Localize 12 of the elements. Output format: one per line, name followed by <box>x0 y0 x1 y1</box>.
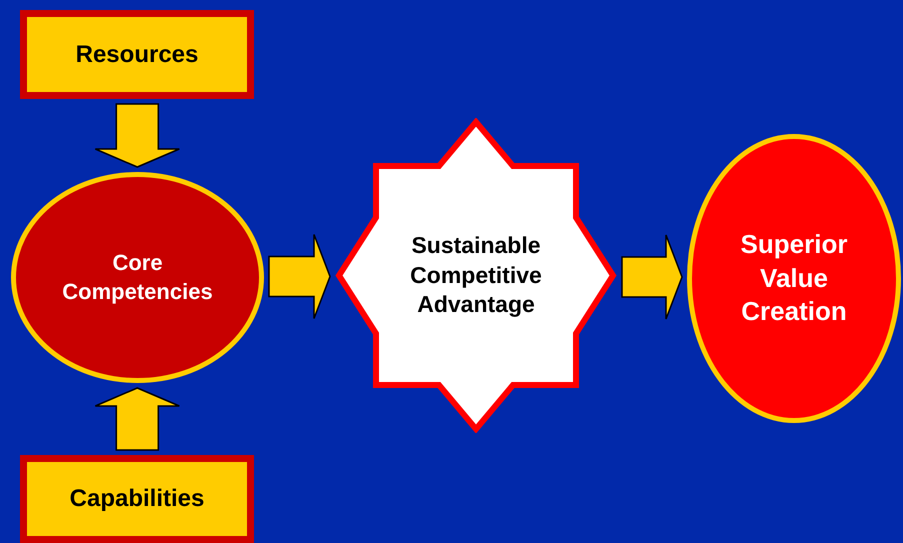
node-label: Capabilities <box>70 484 204 514</box>
block-arrow <box>268 234 331 320</box>
block-arrow <box>94 103 180 168</box>
star-node <box>335 118 617 433</box>
process-box <box>20 455 254 543</box>
block-arrow <box>621 234 683 320</box>
node-label: Core Competencies <box>61 248 214 306</box>
process-box <box>20 10 254 99</box>
block-arrow <box>94 387 180 451</box>
node-label: Superior Value Creation <box>740 228 848 328</box>
node-label: Resources <box>76 40 198 70</box>
node-label: Sustainable Competitive Advantage <box>409 230 543 320</box>
